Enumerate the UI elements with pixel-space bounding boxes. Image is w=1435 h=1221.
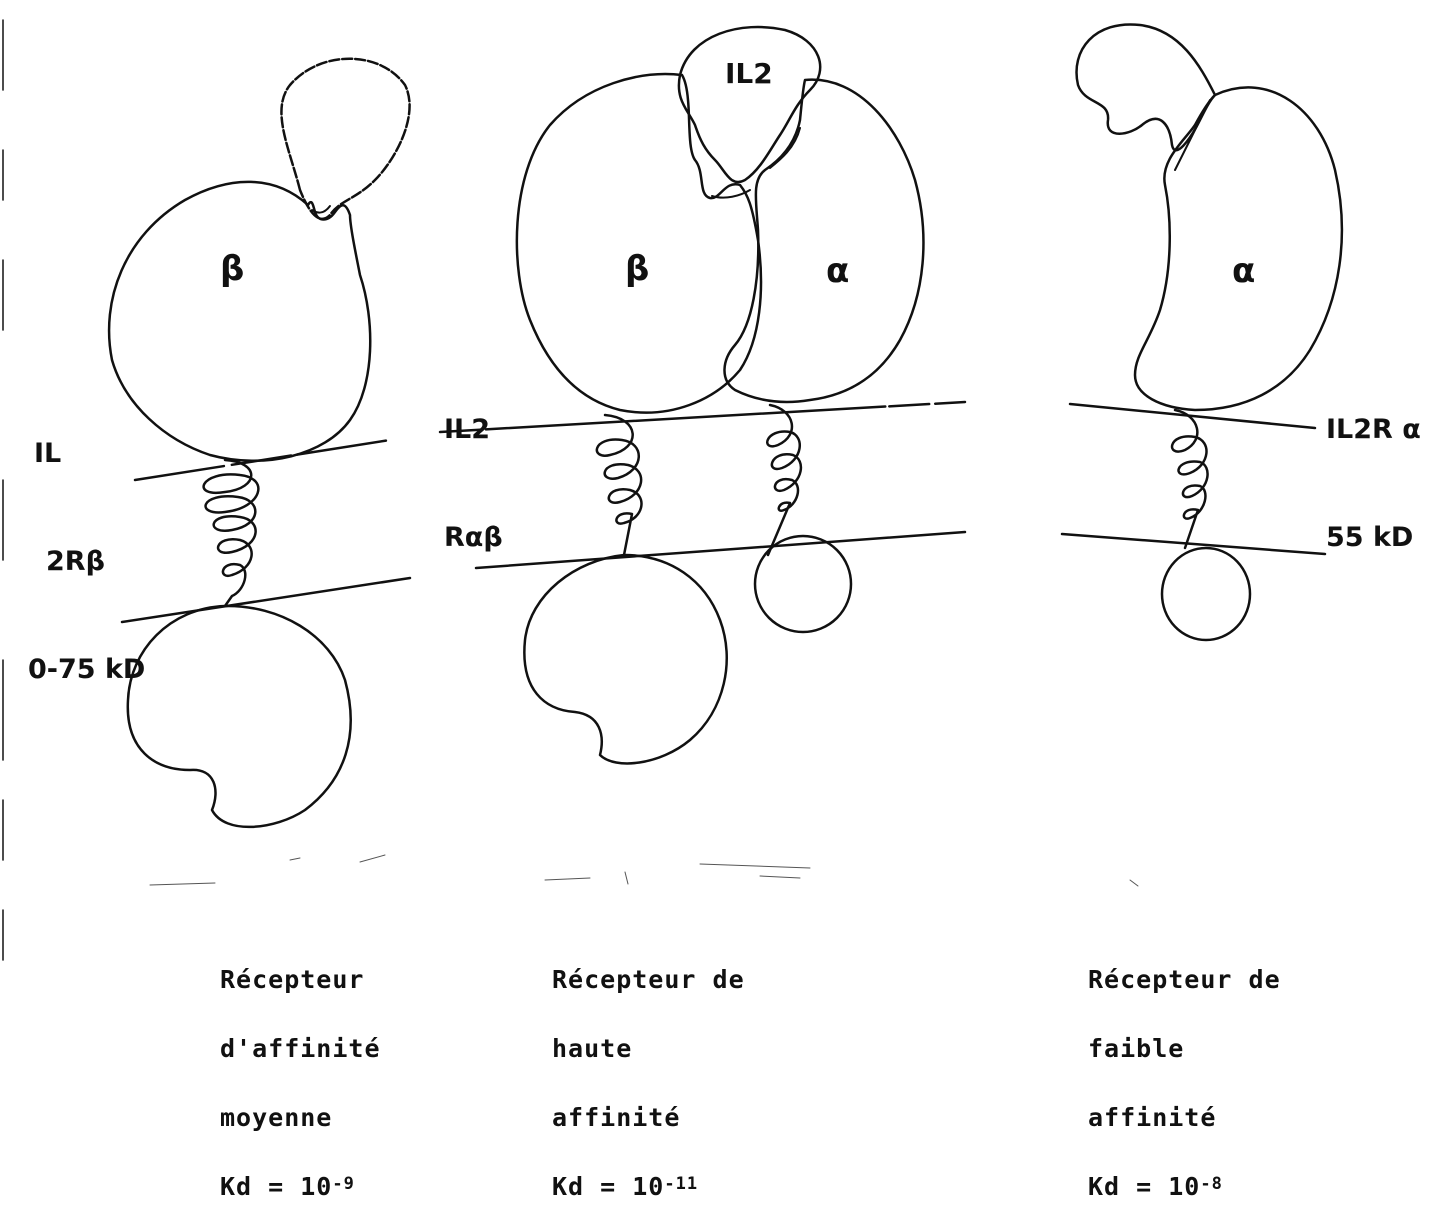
left-kd-value: Kd = 10 xyxy=(220,1172,333,1201)
right-membrane-inner xyxy=(1060,532,1327,556)
middle-caption: Récepteur de haute affinité Kd = 10-11 xyxy=(552,922,745,1221)
left-caption-line3: moyenne xyxy=(220,1103,333,1132)
middle-membrane-outer xyxy=(438,400,967,434)
right-membrane-outer xyxy=(1068,402,1317,430)
right-alpha-domain xyxy=(1133,86,1344,412)
middle-side-label: IL2 Rαβ xyxy=(444,340,503,592)
middle-side-label-line1: IL2 xyxy=(444,414,491,445)
right-helix xyxy=(1170,408,1209,550)
middle-kd-exponent: -11 xyxy=(664,1174,699,1194)
left-caption-line2: d'affinité xyxy=(220,1034,381,1063)
right-receptor-drawing xyxy=(1060,23,1344,642)
middle-caption-kd: Kd = 10-11 xyxy=(552,1172,745,1201)
middle-side-label-line2: Rαβ xyxy=(444,522,503,553)
right-intracellular xyxy=(1160,546,1252,642)
left-membrane-inner xyxy=(120,576,412,624)
diagram-drawing: β β α α IL2 xyxy=(2,19,1344,961)
right-side-label-line2: 55 kD xyxy=(1326,522,1414,553)
middle-beta-helix xyxy=(595,413,643,557)
middle-alpha-label: α xyxy=(826,251,849,291)
middle-il2-ligand xyxy=(677,25,822,184)
left-receptor-drawing xyxy=(107,57,412,829)
left-side-label-line1: IL xyxy=(34,438,62,469)
right-caption-kd: Kd = 10-8 xyxy=(1088,1172,1281,1201)
left-beta-label: β xyxy=(220,249,244,289)
receptor-diagram: β β α α IL2 IL 2Rβ 0-75 kD IL2 Rαβ IL2R … xyxy=(2,19,1421,1199)
left-caption-kd: Kd = 10-9 xyxy=(220,1172,381,1201)
middle-beta-domain xyxy=(515,72,763,414)
middle-beta-label: β xyxy=(625,249,649,289)
right-kd-value: Kd = 10 xyxy=(1088,1172,1201,1201)
left-caption: Récepteur d'affinité moyenne Kd = 10-9 xyxy=(220,922,381,1221)
scan-noise xyxy=(149,854,1139,887)
left-beta-domain xyxy=(107,180,372,462)
middle-alpha-intracellular xyxy=(753,534,853,634)
left-side-label-line2: 2Rβ xyxy=(46,546,105,577)
left-side-label: IL 2Rβ 0-75 kD xyxy=(28,364,145,724)
left-il2-ligand xyxy=(280,57,411,221)
right-kd-exponent: -8 xyxy=(1200,1174,1223,1194)
middle-kd-value: Kd = 10 xyxy=(552,1172,665,1201)
middle-receptor-drawing xyxy=(438,25,967,765)
left-intracellular-domain xyxy=(126,604,352,829)
middle-beta-intracellular xyxy=(523,553,728,765)
right-side-label-line1: IL2R α xyxy=(1326,414,1421,445)
left-helix xyxy=(202,458,260,608)
right-caption-line2: faible xyxy=(1088,1034,1185,1063)
il2-ligand-label: IL2 xyxy=(725,57,773,90)
left-side-label-line3: 0-75 kD xyxy=(28,654,146,685)
right-caption: Récepteur de faible affinité Kd = 10-8 xyxy=(1088,922,1281,1221)
middle-caption-line1: Récepteur de xyxy=(552,965,745,994)
left-kd-exponent: -9 xyxy=(332,1174,355,1194)
middle-alpha-domain xyxy=(723,78,925,404)
left-membrane-outer xyxy=(133,438,392,482)
left-caption-line1: Récepteur xyxy=(220,965,365,994)
middle-caption-line3: affinité xyxy=(552,1103,681,1132)
right-caption-line3: affinité xyxy=(1088,1103,1217,1132)
middle-alpha-helix xyxy=(766,403,803,557)
right-caption-line1: Récepteur de xyxy=(1088,965,1281,994)
middle-caption-line2: haute xyxy=(552,1034,633,1063)
right-side-label: IL2R α 55 kD xyxy=(1326,340,1421,592)
right-alpha-label: α xyxy=(1232,251,1255,291)
middle-membrane-inner xyxy=(474,530,967,570)
